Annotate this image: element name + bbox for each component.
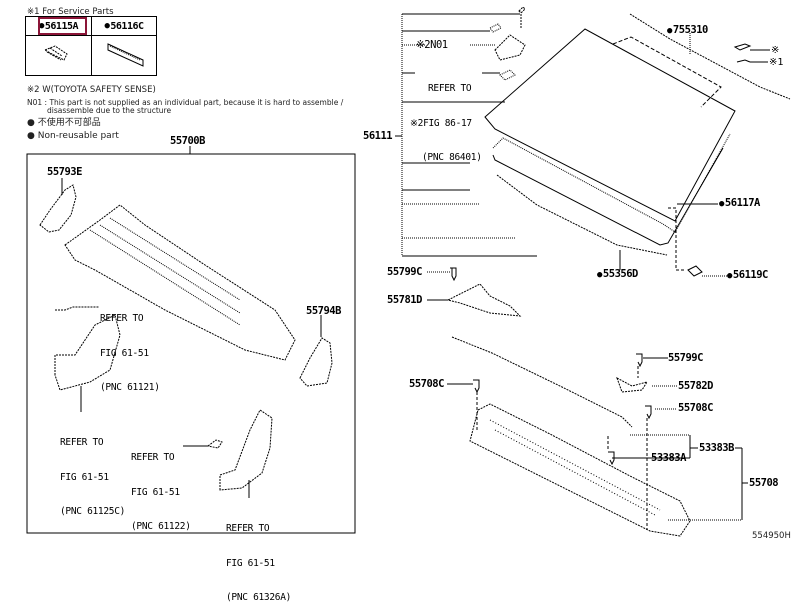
note-n01-line1: N01 : This part is not supplied as an in… — [27, 98, 344, 107]
part-label-53383b[interactable]: 53383B — [699, 442, 734, 454]
ref-line: (PNC 61122) — [131, 521, 191, 532]
part-cowl-top-panel — [469, 403, 691, 537]
legend-jp: ● 不使用不可部品 — [27, 118, 101, 128]
part-label-55708c[interactable]: 55708C — [409, 378, 444, 390]
ref-line: REFER TO — [60, 437, 104, 448]
part-label-56117a[interactable]: 56117A — [719, 197, 760, 210]
ref-line: FIG 61-51 — [100, 347, 149, 359]
part-55794b — [299, 337, 333, 387]
non-reusable-dot-icon: ● — [27, 131, 38, 141]
part-label-55782d[interactable]: 55782D — [678, 380, 713, 392]
part-label-55781d[interactable]: 55781D — [387, 294, 422, 306]
part-cowl-panel — [64, 204, 296, 361]
ref-line: ※2FIG 86-17 — [410, 117, 472, 129]
ref-line: (PNC 61121) — [100, 382, 160, 393]
part-pillar-right — [219, 409, 273, 491]
part-label-755310[interactable]: 755310 — [667, 24, 708, 37]
part-cowl-seal — [451, 336, 633, 428]
part-label-55708c[interactable]: 55708C — [678, 402, 713, 414]
ref-line: REFER TO — [100, 313, 144, 324]
refer-fig-61326a[interactable]: REFER TO FIG 61-51 (PNC 61326A) — [226, 500, 291, 615]
part-label-n01[interactable]: ※2N01 — [416, 39, 448, 51]
ref-line: FIG 61-51 — [131, 486, 180, 498]
part-label-55700b[interactable]: 55700B — [170, 135, 205, 147]
part-label-56111[interactable]: 56111 — [363, 130, 393, 142]
ref-line: (PNC 86401) — [422, 152, 482, 163]
part-55781d — [446, 283, 522, 317]
part-highlight-box — [38, 17, 87, 35]
legend-jp-text: 不使用不可部品 — [37, 118, 101, 128]
part-label-55793e[interactable]: 55793E — [47, 166, 82, 178]
refer-fig-61125c[interactable]: REFER TO FIG 61-51 (PNC 61125C) — [60, 414, 125, 529]
note-toyota-safety-sense: ※2 W(TOYOTA SAFETY SENSE) — [27, 85, 156, 95]
part-label-55708[interactable]: 55708 — [749, 477, 779, 489]
part-n01-bracket — [494, 34, 526, 61]
part-55793e — [39, 184, 77, 233]
service-part-no[interactable]: 56115A — [26, 17, 91, 36]
service-part-no[interactable]: 56116C — [92, 17, 156, 36]
ref-line: REFER TO — [131, 452, 175, 463]
ref-line: REFER TO — [226, 523, 270, 534]
refer-fig-61122[interactable]: REFER TO FIG 61-51 (PNC 61122) — [131, 429, 191, 544]
part-55782d — [616, 376, 649, 393]
parts-diagram-art — [26, 6, 791, 537]
refer-fig-86401[interactable]: REFER TO ※2FIG 86-17 (PNC 86401) — [410, 60, 482, 175]
strip-56116c-icon — [107, 43, 144, 67]
refer-fig-61121[interactable]: REFER TO FIG 61-51 (PNC 61121) — [100, 290, 160, 405]
part-label-55356d[interactable]: 55356D — [597, 268, 638, 281]
service-part-cell: 56116C — [92, 17, 156, 75]
note-n01-line2: disassemble due to the structure — [47, 106, 172, 115]
part-label-55799c[interactable]: 55799C — [668, 352, 703, 364]
legend-en: ● Non-reusable part — [27, 131, 119, 141]
part-label-55794b[interactable]: 55794B — [306, 305, 341, 317]
ref-line: FIG 61-51 — [226, 557, 275, 569]
clip-56115a-icon — [43, 45, 68, 61]
note-mark-1: ※1 — [769, 57, 784, 68]
ref-line: REFER TO — [428, 83, 472, 94]
note-mark: ※ — [771, 45, 780, 56]
non-reusable-dot-icon: ● — [27, 118, 38, 128]
ref-line: (PNC 61125C) — [60, 506, 126, 517]
assembly-box-55700b — [26, 153, 356, 534]
legend-en-text: Non-reusable part — [37, 131, 119, 141]
ref-line: FIG 61-51 — [60, 471, 109, 483]
diagram-id-code: 554950H — [752, 531, 791, 541]
service-parts-title: ※1 For Service Parts — [27, 7, 114, 17]
windshield-glass — [484, 28, 736, 222]
service-part-cell: 56115A — [26, 17, 92, 75]
part-label-55799c[interactable]: 55799C — [387, 266, 422, 278]
part-pillar-left — [54, 314, 121, 391]
part-label-53383a[interactable]: 53383A — [651, 452, 686, 464]
ref-line: (PNC 61326A) — [226, 592, 292, 603]
part-label-56119c[interactable]: 56119C — [727, 269, 768, 282]
service-parts-table: 56115A 56116C — [25, 16, 157, 76]
moulding-755310 — [629, 13, 791, 100]
